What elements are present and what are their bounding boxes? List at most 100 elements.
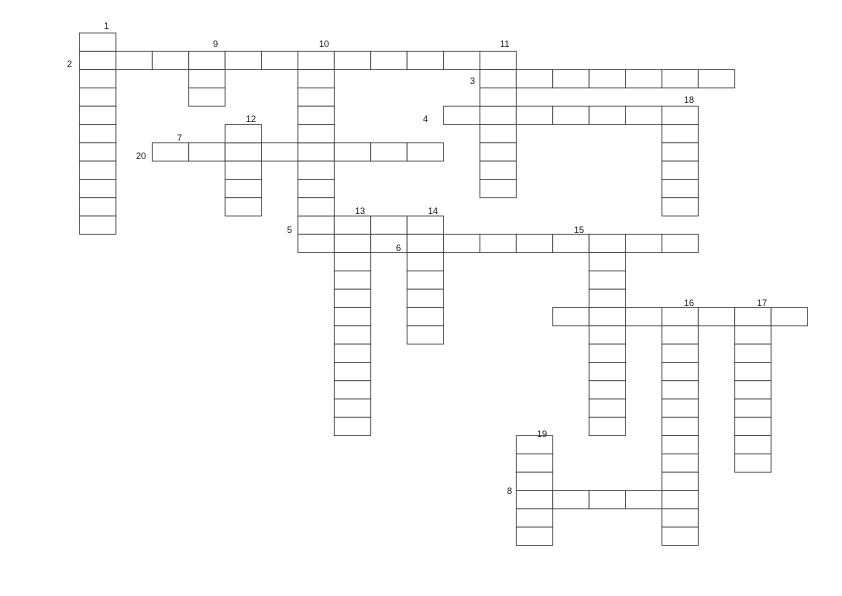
grid-cell[interactable] — [625, 490, 663, 510]
grid-cell[interactable] — [297, 142, 335, 162]
grid-cell[interactable] — [188, 142, 226, 162]
grid-cell[interactable] — [734, 398, 772, 418]
grid-cell[interactable] — [552, 105, 590, 125]
grid-cell[interactable] — [79, 197, 117, 217]
grid-cell[interactable] — [661, 105, 699, 125]
grid-cell[interactable] — [661, 508, 699, 528]
grid-cell[interactable] — [224, 142, 262, 162]
grid-cell[interactable] — [479, 105, 517, 125]
grid-cell[interactable] — [588, 416, 626, 436]
grid-cell[interactable] — [151, 50, 190, 70]
grid-cell[interactable] — [370, 215, 408, 235]
grid-cell[interactable] — [588, 105, 626, 125]
grid-cell[interactable] — [734, 453, 772, 473]
grid-cell[interactable] — [515, 105, 554, 125]
grid-cell[interactable] — [661, 361, 699, 382]
grid-cell[interactable] — [297, 69, 335, 89]
grid-cell[interactable] — [333, 233, 372, 254]
grid-cell[interactable] — [333, 288, 372, 308]
grid-cell[interactable] — [661, 307, 699, 327]
grid-cell[interactable] — [479, 233, 517, 254]
grid-cell[interactable] — [661, 124, 699, 144]
grid-cell[interactable] — [297, 215, 335, 235]
grid-cell[interactable] — [625, 69, 663, 89]
grid-cell[interactable] — [406, 288, 444, 308]
grid-cell[interactable] — [588, 270, 626, 290]
grid-cell[interactable] — [479, 160, 517, 180]
grid-cell[interactable] — [297, 50, 335, 70]
grid-cell[interactable] — [661, 343, 699, 363]
grid-cell[interactable] — [515, 490, 554, 510]
grid-cell[interactable] — [224, 160, 262, 180]
grid-cell[interactable] — [406, 233, 444, 254]
grid-cell[interactable] — [79, 32, 117, 52]
grid-cell[interactable] — [79, 50, 117, 70]
grid-cell[interactable] — [661, 233, 699, 254]
grid-cell[interactable] — [661, 197, 699, 217]
grid-cell[interactable] — [79, 142, 117, 162]
grid-cell[interactable] — [297, 160, 335, 180]
grid-cell[interactable] — [297, 105, 335, 125]
grid-cell[interactable] — [188, 50, 226, 70]
grid-cell[interactable] — [479, 178, 517, 199]
grid-cell[interactable] — [370, 233, 408, 254]
grid-cell[interactable] — [79, 69, 117, 89]
grid-cell[interactable] — [333, 361, 372, 382]
grid-cell[interactable] — [515, 233, 554, 254]
grid-cell[interactable] — [333, 416, 372, 436]
grid-cell[interactable] — [588, 252, 626, 272]
grid-cell[interactable] — [625, 105, 663, 125]
grid-cell[interactable] — [406, 307, 444, 327]
grid-cell[interactable] — [370, 142, 408, 162]
grid-cell[interactable] — [79, 178, 117, 199]
grid-cell[interactable] — [224, 178, 262, 199]
grid-cell[interactable] — [588, 490, 626, 510]
grid-cell[interactable] — [370, 50, 408, 70]
grid-cell[interactable] — [625, 233, 663, 254]
grid-cell[interactable] — [479, 124, 517, 144]
grid-cell[interactable] — [588, 343, 626, 363]
grid-cell[interactable] — [588, 361, 626, 382]
grid-cell[interactable] — [333, 307, 372, 327]
grid-cell[interactable] — [661, 453, 699, 473]
grid-cell[interactable] — [406, 215, 444, 235]
grid-cell[interactable] — [734, 435, 772, 455]
grid-cell[interactable] — [661, 490, 699, 510]
grid-cell[interactable] — [479, 142, 517, 162]
grid-cell[interactable] — [588, 307, 626, 327]
grid-cell[interactable] — [333, 252, 372, 272]
grid-cell[interactable] — [661, 526, 699, 546]
grid-cell[interactable] — [333, 398, 372, 418]
grid-cell[interactable] — [515, 435, 554, 455]
grid-cell[interactable] — [333, 343, 372, 363]
grid-cell[interactable] — [79, 124, 117, 144]
grid-cell[interactable] — [588, 69, 626, 89]
grid-cell[interactable] — [734, 380, 772, 400]
grid-cell[interactable] — [261, 50, 299, 70]
grid-cell[interactable] — [443, 233, 481, 254]
grid-cell[interactable] — [333, 380, 372, 400]
grid-cell[interactable] — [224, 50, 262, 70]
grid-cell[interactable] — [552, 233, 590, 254]
grid-cell[interactable] — [661, 471, 699, 491]
grid-cell[interactable] — [297, 178, 335, 199]
grid-cell[interactable] — [661, 435, 699, 455]
grid-cell[interactable] — [333, 325, 372, 345]
grid-cell[interactable] — [297, 124, 335, 144]
grid-cell[interactable] — [734, 361, 772, 382]
grid-cell[interactable] — [406, 50, 444, 70]
grid-cell[interactable] — [661, 325, 699, 345]
grid-cell[interactable] — [588, 325, 626, 345]
grid-cell[interactable] — [188, 69, 226, 89]
grid-cell[interactable] — [661, 160, 699, 180]
grid-cell[interactable] — [406, 325, 444, 345]
grid-cell[interactable] — [261, 142, 299, 162]
grid-cell[interactable] — [588, 380, 626, 400]
grid-cell[interactable] — [479, 50, 517, 70]
grid-cell[interactable] — [552, 490, 590, 510]
grid-cell[interactable] — [661, 69, 699, 89]
grid-cell[interactable] — [515, 471, 554, 491]
grid-cell[interactable] — [588, 233, 626, 254]
grid-cell[interactable] — [297, 87, 335, 107]
grid-cell[interactable] — [79, 215, 117, 235]
